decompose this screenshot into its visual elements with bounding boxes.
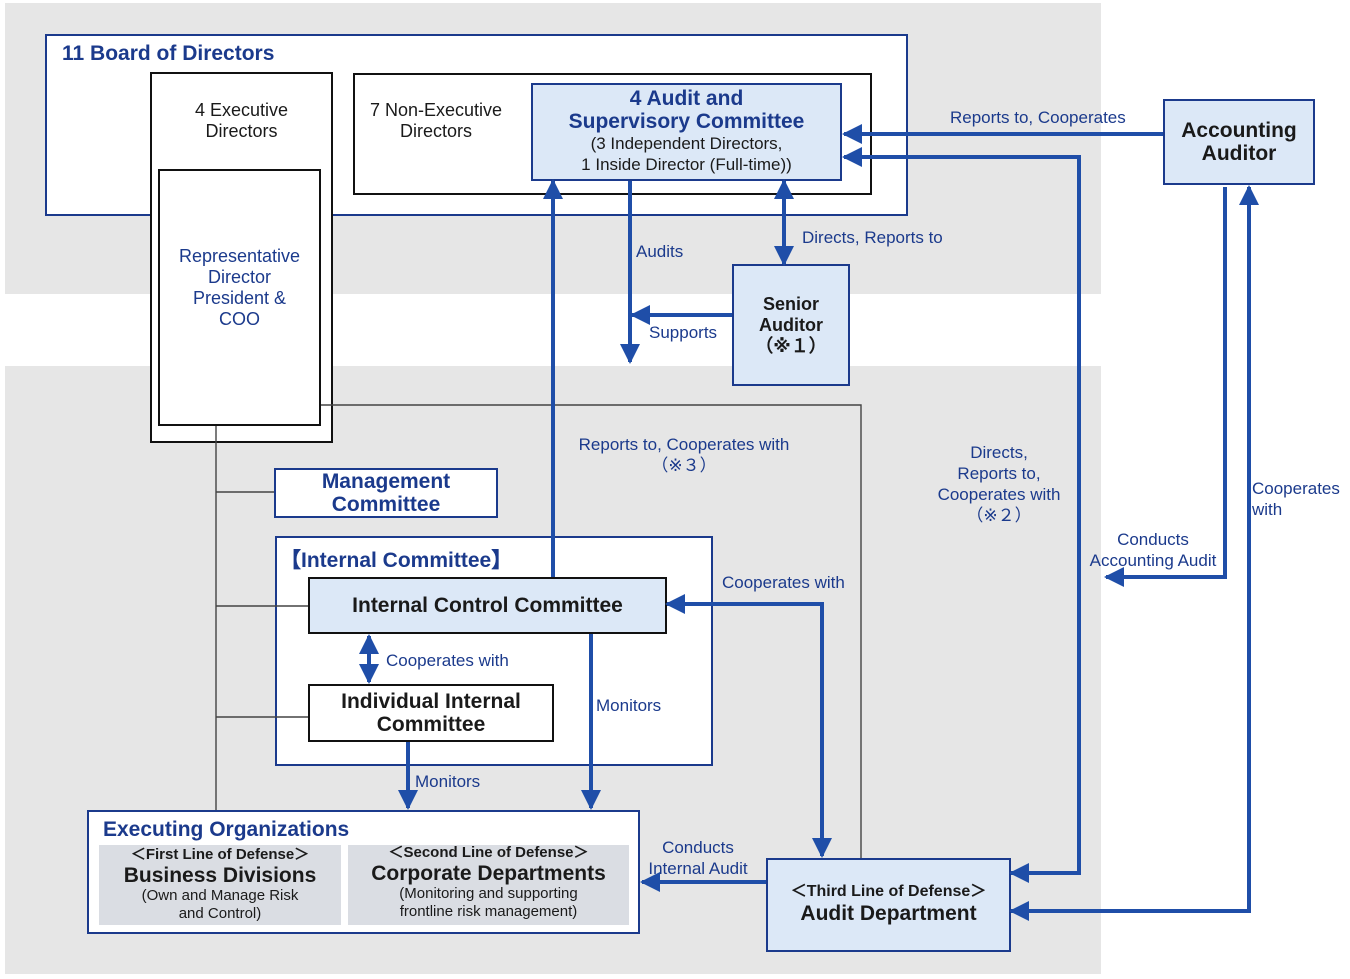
audit-supervisory-committee-label: 4 Audit and Supervisory Committee (3 Ind…	[568, 87, 805, 174]
first-line-of-defense-cell	[99, 845, 341, 925]
label-cooperates-with-accounting: Cooperates with	[1252, 479, 1340, 519]
label-monitors-icc: Monitors	[596, 696, 662, 715]
individual-internal-committee-label: Individual Internal Committee	[341, 690, 521, 736]
non-executive-directors-label: 7 Non-Executive Directors	[369, 100, 503, 141]
label-directs-reports: Directs, Reports to	[802, 228, 943, 247]
board-title: 11 Board of Directors	[62, 42, 275, 65]
label-supports: Supports	[649, 323, 718, 342]
representative-director-box	[158, 169, 321, 426]
arrow-audit-dept-accounting	[1009, 185, 1259, 921]
representative-director-label: Representative Director President & COO	[178, 246, 301, 329]
internal-committee-title: 【Internal Committee】	[280, 549, 513, 572]
accounting-auditor-box	[1163, 99, 1315, 185]
senior-auditor-label: Senior Auditor （※１）	[755, 294, 827, 356]
arrow-icc-audit-dept	[665, 594, 832, 858]
label-cooperates-with-icc: Cooperates with	[722, 573, 845, 592]
internal-control-committee-label: Internal Control Committee	[352, 594, 623, 617]
label-conducts-internal-audit: Conducts Internal Audit	[648, 838, 748, 878]
audit-department-label: ＜Third Line of Defense＞ Audit Department	[790, 883, 987, 925]
label-conducts-accounting-audit: Conducts Accounting Audit	[1089, 530, 1217, 570]
executive-directors-label: 4 Executive Directors	[194, 100, 289, 141]
arrow-accounting-audit	[1104, 187, 1227, 587]
label-directs-reports-cooperates: Directs, Reports to, Cooperates with （※２…	[937, 443, 1061, 525]
label-monitors-individual: Monitors	[415, 772, 481, 791]
management-committee-label: Management Committee	[321, 470, 451, 516]
label-audits: Audits	[636, 242, 684, 261]
audit-supervisory-committee-box	[531, 83, 842, 181]
individual-internal-committee-box	[308, 684, 554, 742]
label-cooperates-with-individual: Cooperates with	[386, 651, 509, 670]
second-line-of-defense-label: ＜Second Line of Defense＞ Corporate Depar…	[371, 844, 606, 920]
management-committee-box	[274, 468, 498, 518]
label-reports-cooperates-with: Reports to, Cooperates with （※３）	[578, 435, 790, 475]
second-line-of-defense-cell	[348, 845, 629, 925]
label-reports-cooperates: Reports to, Cooperates	[950, 108, 1126, 127]
first-line-of-defense-label: ＜First Line of Defense＞ Business Divisio…	[123, 846, 317, 922]
executing-organizations-title: Executing Organizations	[103, 818, 350, 841]
accounting-auditor-label: Accounting Auditor	[1181, 119, 1297, 165]
